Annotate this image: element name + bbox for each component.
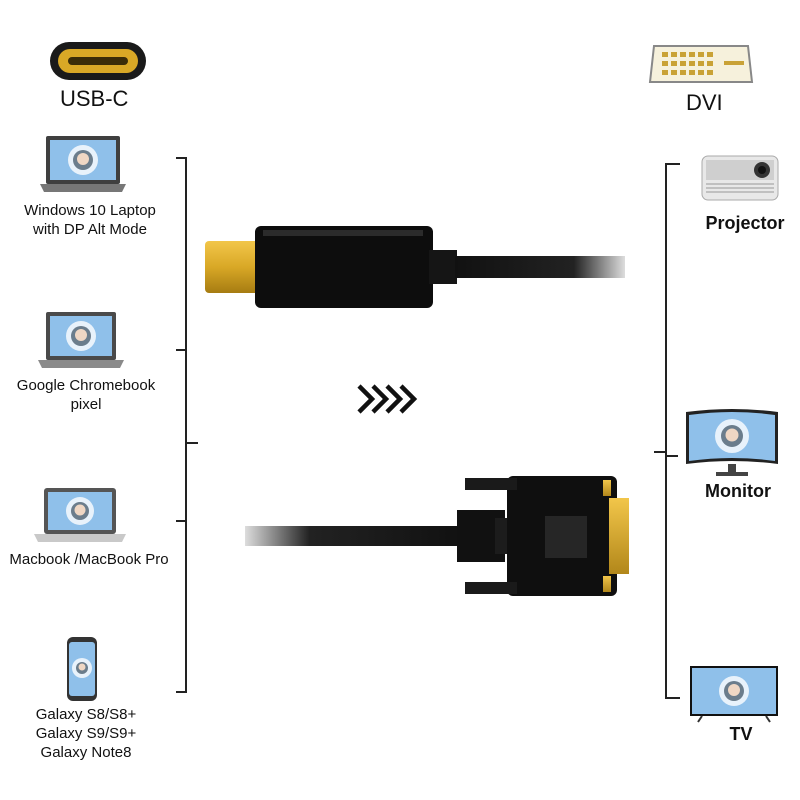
projector-icon: [700, 150, 780, 206]
display-label: TV: [729, 724, 753, 744]
source-label: Galaxy S8/S8+ Galaxy S9/S9+ Galaxy Note8: [35, 706, 137, 761]
usb-c-title: USB-C: [60, 86, 129, 111]
dvi-title: DVI: [686, 90, 723, 115]
laptop-icon: [40, 134, 126, 194]
direction-arrow-icon: [355, 382, 419, 416]
source-label: Google Chromebook pixel: [16, 377, 156, 413]
dvi-cable: [245, 470, 635, 602]
tv-icon: [688, 664, 780, 724]
left-bracket: [172, 156, 202, 696]
usb-c-cable: [205, 224, 625, 310]
dvi-port-icon: [648, 44, 754, 84]
laptop-icon: [38, 310, 124, 370]
usb-c-port-icon: [48, 40, 148, 82]
display-label: Projector: [705, 213, 785, 233]
laptop-icon: [34, 486, 126, 544]
phone-icon: [66, 636, 98, 702]
source-label: Windows 10 Laptop with DP Alt Mode: [24, 202, 156, 238]
right-bracket: [650, 162, 690, 702]
display-label: Monitor: [705, 481, 771, 501]
monitor-icon: [684, 406, 780, 478]
source-label: Macbook /MacBook Pro: [9, 551, 169, 568]
